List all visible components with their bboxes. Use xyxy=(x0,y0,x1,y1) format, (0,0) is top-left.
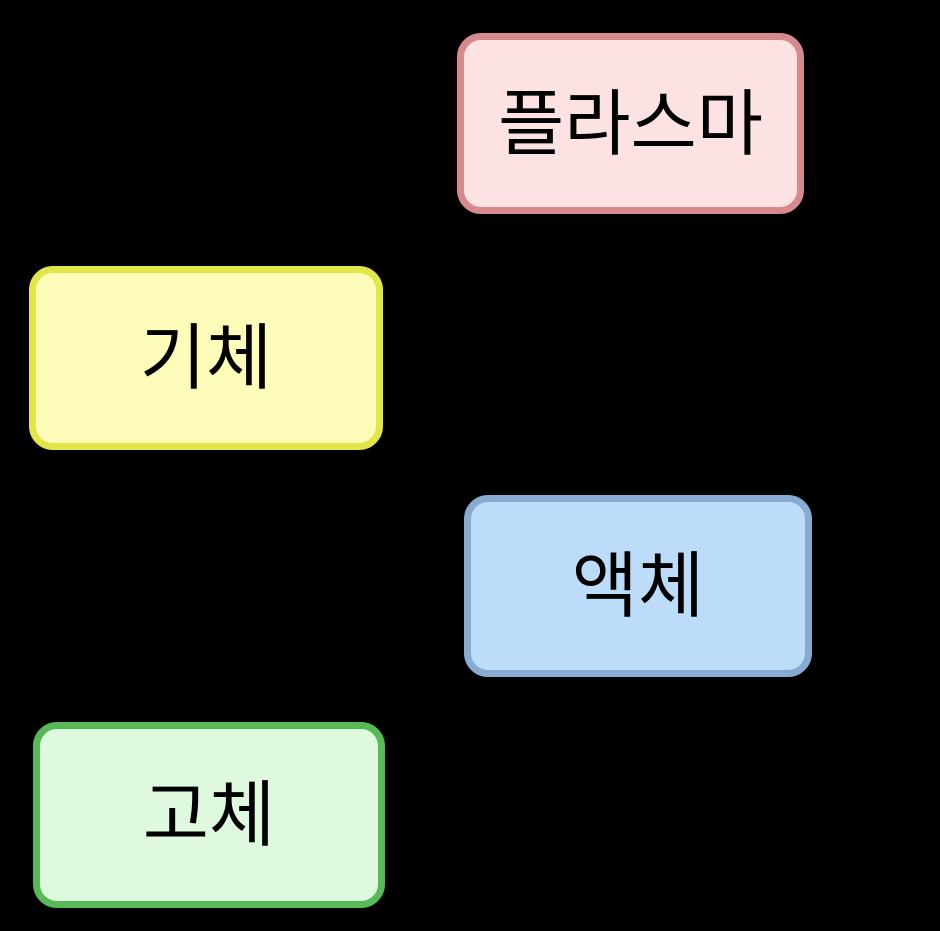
solid-state-box: 고체 xyxy=(33,722,385,908)
plasma-state-box: 플라스마 xyxy=(457,33,804,214)
gas-state-label: 기체 xyxy=(139,316,273,400)
solid-state-label: 고체 xyxy=(142,773,276,857)
liquid-state-box: 액체 xyxy=(464,495,812,677)
gas-state-box: 기체 xyxy=(29,266,383,450)
plasma-state-label: 플라스마 xyxy=(498,81,763,166)
liquid-state-label: 액체 xyxy=(571,544,705,628)
